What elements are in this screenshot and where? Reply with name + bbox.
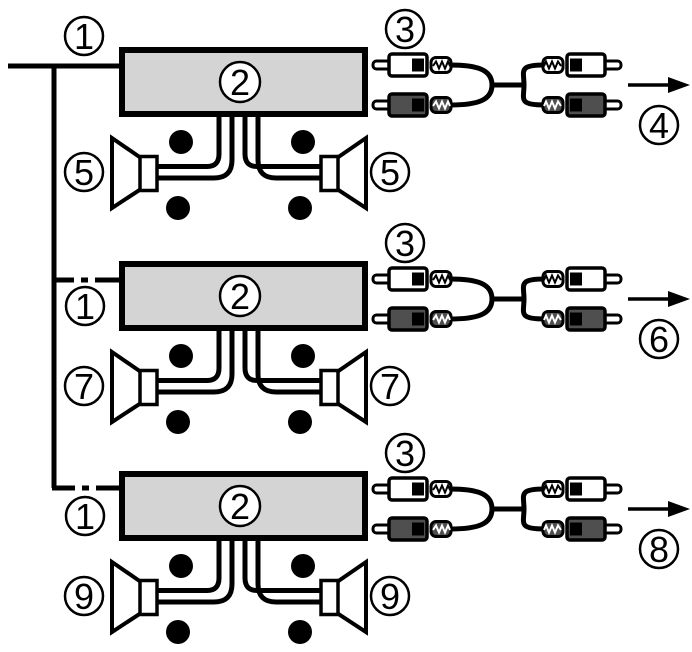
plus-icon bbox=[291, 130, 315, 154]
callout-amplifier: 2 bbox=[218, 60, 262, 104]
rca-cable bbox=[449, 62, 545, 108]
callout-output-label: 8 bbox=[649, 529, 669, 570]
output-arrow-icon bbox=[626, 289, 692, 309]
callout-speaker-right: 7 bbox=[369, 365, 411, 407]
rca-plug-white-left bbox=[371, 52, 453, 78]
plus-icon bbox=[169, 130, 193, 154]
speaker-right-icon bbox=[319, 136, 368, 210]
callout-speaker-left-label: 7 bbox=[74, 366, 94, 407]
minus-icon bbox=[288, 196, 312, 220]
callout-speaker-right: 9 bbox=[369, 575, 411, 617]
callout-speaker-left: 7 bbox=[63, 365, 105, 407]
callout-speaker-right-label: 5 bbox=[380, 152, 400, 193]
callout-cable: 3 bbox=[384, 8, 426, 50]
rca-plug-dark-right bbox=[541, 516, 623, 542]
speaker-left-icon bbox=[110, 560, 159, 634]
amplifier-unit-3: 1 2 3 8 9 9 bbox=[52, 432, 692, 644]
minus-icon bbox=[166, 620, 190, 644]
output-arrow-icon bbox=[626, 499, 692, 519]
callout-speaker-right-label: 7 bbox=[380, 366, 400, 407]
minus-icon bbox=[166, 410, 190, 434]
minus-icon bbox=[166, 196, 190, 220]
amplifier-unit-2: 1 2 3 6 7 7 bbox=[56, 222, 692, 434]
rca-plug-white-right bbox=[541, 266, 623, 292]
callout-source-label: 1 bbox=[74, 16, 94, 57]
speaker-left-icon bbox=[110, 350, 159, 424]
callout-output-label: 6 bbox=[649, 319, 669, 360]
callout-cable-label: 3 bbox=[395, 433, 415, 474]
speaker-wires bbox=[157, 532, 321, 605]
callout-speaker-right-label: 9 bbox=[380, 576, 400, 617]
output-arrow-icon bbox=[626, 75, 692, 95]
rca-plug-white-right bbox=[541, 476, 623, 502]
minus-icon bbox=[288, 620, 312, 644]
callout-speaker-left: 5 bbox=[63, 151, 105, 193]
callout-output-label: 4 bbox=[649, 105, 669, 146]
speaker-right-icon bbox=[319, 560, 368, 634]
rca-plug-dark-left bbox=[371, 516, 453, 542]
callout-source: 1 bbox=[64, 285, 106, 327]
rca-plug-white-left bbox=[371, 476, 453, 502]
callout-output: 6 bbox=[638, 318, 680, 360]
callout-source-label: 1 bbox=[75, 286, 95, 327]
plus-icon bbox=[169, 554, 193, 578]
callout-speaker-left: 9 bbox=[63, 575, 105, 617]
amplifier-unit-1: 1 2 3 4 5 5 bbox=[8, 8, 692, 220]
speaker-wires bbox=[157, 322, 321, 395]
callout-source-label: 1 bbox=[75, 496, 95, 537]
callout-cable-label: 3 bbox=[395, 9, 415, 50]
callout-amplifier: 2 bbox=[218, 484, 262, 528]
callout-speaker-right: 5 bbox=[369, 151, 411, 193]
callout-cable: 3 bbox=[384, 432, 426, 474]
plus-icon bbox=[291, 554, 315, 578]
callout-cable-label: 3 bbox=[395, 223, 415, 264]
plus-icon bbox=[169, 344, 193, 368]
callout-speaker-left-label: 5 bbox=[74, 152, 94, 193]
rca-plug-dark-right bbox=[541, 306, 623, 332]
callout-amplifier-label: 2 bbox=[230, 486, 250, 527]
speaker-right-icon bbox=[319, 350, 368, 424]
plus-icon bbox=[291, 344, 315, 368]
callout-speaker-left-label: 9 bbox=[74, 576, 94, 617]
callout-amplifier-label: 2 bbox=[230, 62, 250, 103]
rca-cable bbox=[449, 486, 545, 532]
callout-output: 8 bbox=[638, 528, 680, 570]
callout-amplifier: 2 bbox=[218, 274, 262, 318]
callout-source: 1 bbox=[63, 15, 105, 57]
callout-output: 4 bbox=[638, 104, 680, 146]
speaker-wires bbox=[157, 108, 321, 181]
rca-plug-dark-left bbox=[371, 92, 453, 118]
rca-cable bbox=[449, 276, 545, 322]
callout-amplifier-label: 2 bbox=[230, 276, 250, 317]
rca-plug-dark-right bbox=[541, 92, 623, 118]
minus-icon bbox=[288, 410, 312, 434]
rca-plug-dark-left bbox=[371, 306, 453, 332]
callout-source: 1 bbox=[64, 495, 106, 537]
speaker-left-icon bbox=[110, 136, 159, 210]
callout-cable: 3 bbox=[384, 222, 426, 264]
rca-plug-white-left bbox=[371, 266, 453, 292]
rca-plug-white-right bbox=[541, 52, 623, 78]
